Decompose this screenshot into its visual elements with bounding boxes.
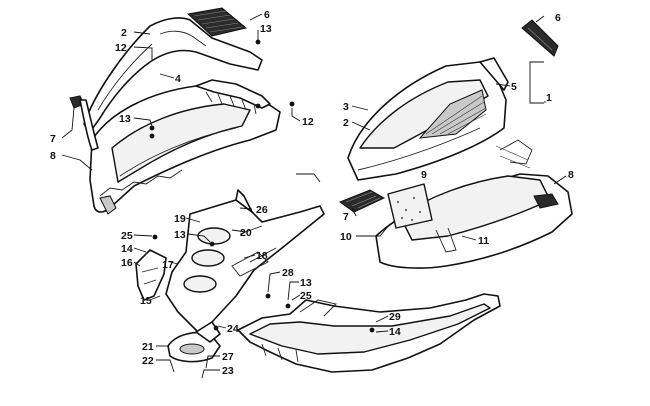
callout-9: 9 bbox=[421, 169, 427, 181]
callout-5: 5 bbox=[511, 81, 517, 93]
callout-4: 4 bbox=[175, 73, 181, 85]
callout-25: 25 bbox=[121, 230, 133, 242]
upper-right-hood-assembly bbox=[338, 19, 573, 269]
callout-13: 13 bbox=[119, 113, 131, 125]
callout-6: 6 bbox=[264, 9, 270, 21]
callout-11: 11 bbox=[478, 235, 489, 247]
callout-25: 25 bbox=[300, 290, 312, 302]
callout-12: 12 bbox=[302, 116, 314, 128]
callout-19: 19 bbox=[174, 213, 186, 225]
callout-27: 27 bbox=[222, 351, 234, 363]
left-bracket bbox=[135, 249, 167, 301]
vent-grille-small-right bbox=[338, 189, 386, 213]
callout-22: 22 bbox=[142, 355, 154, 367]
callout-3: 3 bbox=[343, 101, 349, 113]
callout-2: 2 bbox=[343, 117, 349, 129]
callout-24: 24 bbox=[227, 323, 239, 335]
fasteners bbox=[149, 39, 375, 333]
upper-left-hood-assembly bbox=[69, 7, 281, 215]
callout-21: 21 bbox=[142, 341, 154, 353]
callout-12: 12 bbox=[115, 42, 127, 54]
callout-20: 20 bbox=[240, 227, 252, 239]
callout-13: 13 bbox=[260, 23, 272, 35]
callout-6: 6 bbox=[555, 12, 561, 24]
callout-7: 7 bbox=[50, 133, 56, 145]
callout-17: 17 bbox=[162, 259, 174, 271]
hood-side-panel-left bbox=[83, 17, 263, 133]
vent-grille-top-left bbox=[186, 7, 248, 37]
callout-1: 1 bbox=[546, 92, 552, 104]
callout-13: 13 bbox=[300, 277, 312, 289]
leader-lines bbox=[61, 13, 567, 379]
callout-26: 26 bbox=[256, 204, 268, 216]
callout-10: 10 bbox=[340, 231, 352, 243]
callout-numbers: 1 2 12 4 6 13 7 8 13 12 6 5 3 2 9 8 7 10… bbox=[50, 9, 574, 377]
callout-14: 14 bbox=[389, 326, 401, 338]
callout-23: 23 bbox=[222, 365, 234, 377]
callout-7: 7 bbox=[343, 211, 349, 223]
callout-2: 2 bbox=[121, 27, 127, 39]
callout-13: 13 bbox=[174, 229, 186, 241]
vent-grille-top-right bbox=[521, 19, 559, 57]
callout-16: 16 bbox=[121, 257, 133, 269]
callout-28: 28 bbox=[282, 267, 294, 279]
callout-29: 29 bbox=[389, 311, 401, 323]
callout-14: 14 bbox=[121, 243, 133, 255]
callout-8: 8 bbox=[568, 169, 574, 181]
callout-18: 18 bbox=[256, 250, 268, 262]
callout-8: 8 bbox=[50, 150, 56, 162]
insulation-pad bbox=[387, 183, 433, 229]
callout-15: 15 bbox=[140, 295, 152, 307]
